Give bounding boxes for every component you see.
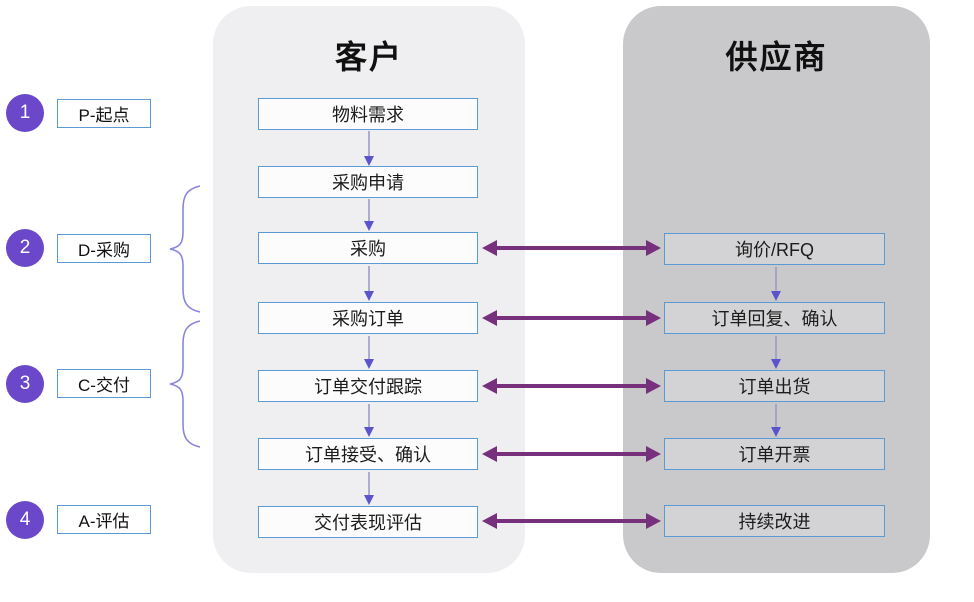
- phase-2-label: D-采购: [57, 234, 151, 263]
- supplier-step-invoicing: 订单开票: [664, 438, 885, 470]
- supplier-step-order-confirm: 订单回复、确认: [664, 302, 885, 334]
- customer-step-purchase-request: 采购申请: [258, 166, 478, 198]
- supplier-column-title: 供应商: [725, 39, 828, 75]
- customer-step-purchase: 采购: [258, 232, 478, 264]
- phase-4-badge: 4: [6, 501, 44, 539]
- phase-3-label: C-交付: [57, 369, 151, 398]
- supplier-step-rfq: 询价/RFQ: [664, 233, 885, 265]
- customer-step-purchase-order: 采购订单: [258, 302, 478, 334]
- customer-column-title: 客户: [334, 39, 403, 75]
- customer-step-performance-review: 交付表现评估: [258, 506, 478, 538]
- customer-column-panel: 客户: [213, 6, 525, 573]
- supplier-step-improvement: 持续改进: [664, 505, 885, 537]
- customer-step-delivery-tracking: 订单交付跟踪: [258, 370, 478, 402]
- phase-2-badge: 2: [6, 229, 44, 267]
- customer-step-order-acceptance: 订单接受、确认: [258, 438, 478, 470]
- phase-1-label: P-起点: [57, 99, 151, 128]
- phase-group-braces: [169, 185, 201, 448]
- phase-3-badge: 3: [6, 365, 44, 403]
- supplier-step-shipment: 订单出货: [664, 370, 885, 402]
- phase-4-label: A-评估: [57, 505, 151, 534]
- phase-1-badge: 1: [6, 94, 44, 132]
- customer-step-material-demand: 物料需求: [258, 98, 478, 130]
- supplier-column-panel: 供应商: [623, 6, 930, 573]
